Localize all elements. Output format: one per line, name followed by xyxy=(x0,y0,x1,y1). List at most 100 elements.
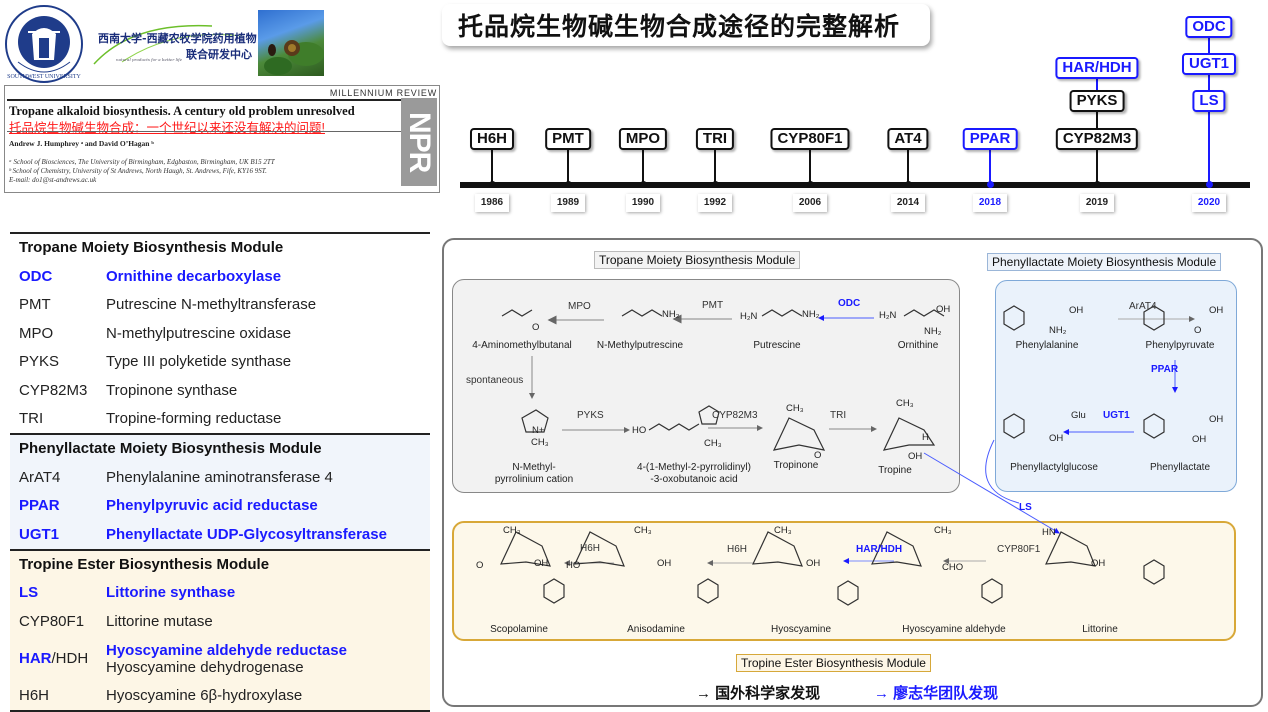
enzyme-mpo: MPO xyxy=(568,301,591,312)
compound-hyoscyamine: Hyoscyamine xyxy=(770,624,832,635)
paper-email: E-mail: do1@st-andrews.ac.uk xyxy=(9,176,97,184)
enzyme-tri: TRI xyxy=(830,410,847,421)
timeline-gene-cyp82m3: CYP82M3 xyxy=(1055,128,1139,150)
atom-label: OH xyxy=(534,558,549,569)
timeline-year: 1992 xyxy=(698,194,732,212)
center-name-line1: 西南大学-西藏农牧学院药用植物 xyxy=(98,32,257,45)
module-label-phenyllactate: Phenyllactate Moiety Biosynthesis Module xyxy=(987,253,1222,271)
southwest-university-seal-icon: SOUTHWEST UNIVERSITY xyxy=(4,4,84,84)
enzyme-name: N-methylputrescine oxidase xyxy=(106,324,292,342)
module-label-tropane: Tropane Moiety Biosynthesis Module xyxy=(594,251,801,269)
timeline-stem xyxy=(642,138,644,185)
atom-label: OH xyxy=(908,451,923,462)
atom-label: OH xyxy=(1209,305,1224,316)
enzyme-abbr: PMT xyxy=(19,296,51,314)
enzyme-abbr-rest: /HDH xyxy=(51,650,89,667)
enzyme-name: Phenylpyruvic acid reductase xyxy=(106,497,318,515)
atom-label: OH xyxy=(1049,433,1064,444)
enzyme-arat4: ArAT4 xyxy=(1129,301,1157,312)
page-title: 托品烷生物碱生物合成途径的完整解析 xyxy=(442,4,930,46)
atom-label: CH₃ xyxy=(704,438,722,449)
atom-label: CH₃ xyxy=(934,525,952,536)
compound-oxobutanoic-line2: -3-oxobutanoic acid xyxy=(650,474,738,485)
timeline-gene-odc: ODC xyxy=(1185,16,1233,38)
timeline-stem xyxy=(809,138,811,185)
enzyme-spontaneous: spontaneous xyxy=(466,375,524,386)
enzyme-abbr: PYKS xyxy=(19,353,60,371)
timeline-stem xyxy=(491,138,493,185)
enzyme-abbr: ArAT4 xyxy=(19,468,61,486)
enzyme-abbr: CYP80F1 xyxy=(19,612,85,630)
enzyme-har-hdh: HAR/HDH xyxy=(856,544,903,555)
atom-label: OH xyxy=(657,558,672,569)
timeline-stem xyxy=(1096,67,1098,102)
compound-phenylalanine: Phenylalanine xyxy=(1015,340,1079,351)
paper-affiliation: ᵇ School of Chemistry, University of St … xyxy=(9,167,267,175)
compound-n-methylputrescine: N-Methylputrescine xyxy=(596,340,684,351)
timeline-dot xyxy=(711,181,719,188)
enzyme-abbr: HAR/HDH xyxy=(10,650,106,667)
ls-arrow-from-glucose xyxy=(985,439,1020,504)
compound-littorine: Littorine xyxy=(1082,624,1118,635)
enzyme-name: Hyoscyamine 6β-hydroxylase xyxy=(106,687,303,705)
compound-putrescine: Putrescine xyxy=(753,340,801,351)
atom-label: NH₂ xyxy=(662,309,680,320)
enzyme-section-title: Tropane Moiety Biosynthesis Module xyxy=(19,239,284,256)
module-label-ester: Tropine Ester Biosynthesis Module xyxy=(736,654,931,672)
timeline-year: 2020 xyxy=(1192,194,1226,212)
enzyme-ppar: PPAR xyxy=(1151,364,1179,375)
timeline-gene-ls: LS xyxy=(1192,90,1226,112)
timeline-gene-mpo: MPO xyxy=(618,128,668,150)
compound-oxobutanoic-line1: 4-(1-Methyl-2-pyrrolidinyl) xyxy=(637,462,751,473)
enzyme-abbr: LS xyxy=(19,584,39,602)
timeline-gene-ugt1: UGT1 xyxy=(1181,53,1237,75)
timeline-stem xyxy=(1096,67,1098,185)
atom-label: CH₃ xyxy=(786,403,804,414)
atom-label: NH₂ xyxy=(802,309,820,320)
legend-foreign-discovery: → 国外科学家发现 xyxy=(696,685,821,702)
enzyme-section: Phenyllactate Moiety Biosynthesis Module… xyxy=(10,435,430,551)
enzyme-h6h: H6H xyxy=(727,544,748,555)
compound-tropinone: Tropinone xyxy=(773,460,819,471)
atom-label: HO xyxy=(566,560,581,571)
enzyme-abbr: UGT1 xyxy=(19,525,60,543)
enzyme-abbr: CYP82M3 xyxy=(19,381,88,399)
compound-anisodamine: Anisodamine xyxy=(627,624,685,635)
center-name-line2: 联合研发中心 xyxy=(186,48,252,61)
timeline-gene-ppar: PPAR xyxy=(962,128,1018,150)
compound-phenylpyruvate: Phenylpyruvate xyxy=(1145,340,1215,351)
timeline-dot xyxy=(488,181,496,188)
atom-label: H₂N xyxy=(740,311,758,322)
paper-citation: MILLENNIUM REVIEW Tropane alkaloid biosy… xyxy=(4,85,440,193)
timeline-axis xyxy=(460,182,1250,188)
timeline-gene-at4: AT4 xyxy=(887,128,929,150)
atom-label: CH₃ xyxy=(531,437,549,448)
atom-label: Glu xyxy=(1071,410,1086,421)
atom-label: O xyxy=(814,450,822,461)
paper-title-en: Tropane alkaloid biosynthesis. A century… xyxy=(9,104,355,118)
journal-badge-text: NPR xyxy=(403,111,436,173)
timeline-dot xyxy=(986,181,994,188)
timeline-stem xyxy=(567,138,569,185)
timeline-gene-cyp80f1: CYP80F1 xyxy=(770,128,850,150)
enzyme-name: Littorine mutase xyxy=(106,612,213,630)
atom-label: O xyxy=(1194,325,1202,336)
journal-badge: NPR xyxy=(401,98,437,186)
enzyme-cyp80f1: CYP80F1 xyxy=(997,544,1041,555)
atom-label: CH₃ xyxy=(634,525,652,536)
compound-phenyllactate: Phenyllactate xyxy=(1149,462,1211,473)
paper-affiliation: ᵃ School of Biosciences, The University … xyxy=(9,158,275,166)
atom-label: OH xyxy=(1091,558,1106,569)
atom-label: OH xyxy=(1209,414,1224,425)
